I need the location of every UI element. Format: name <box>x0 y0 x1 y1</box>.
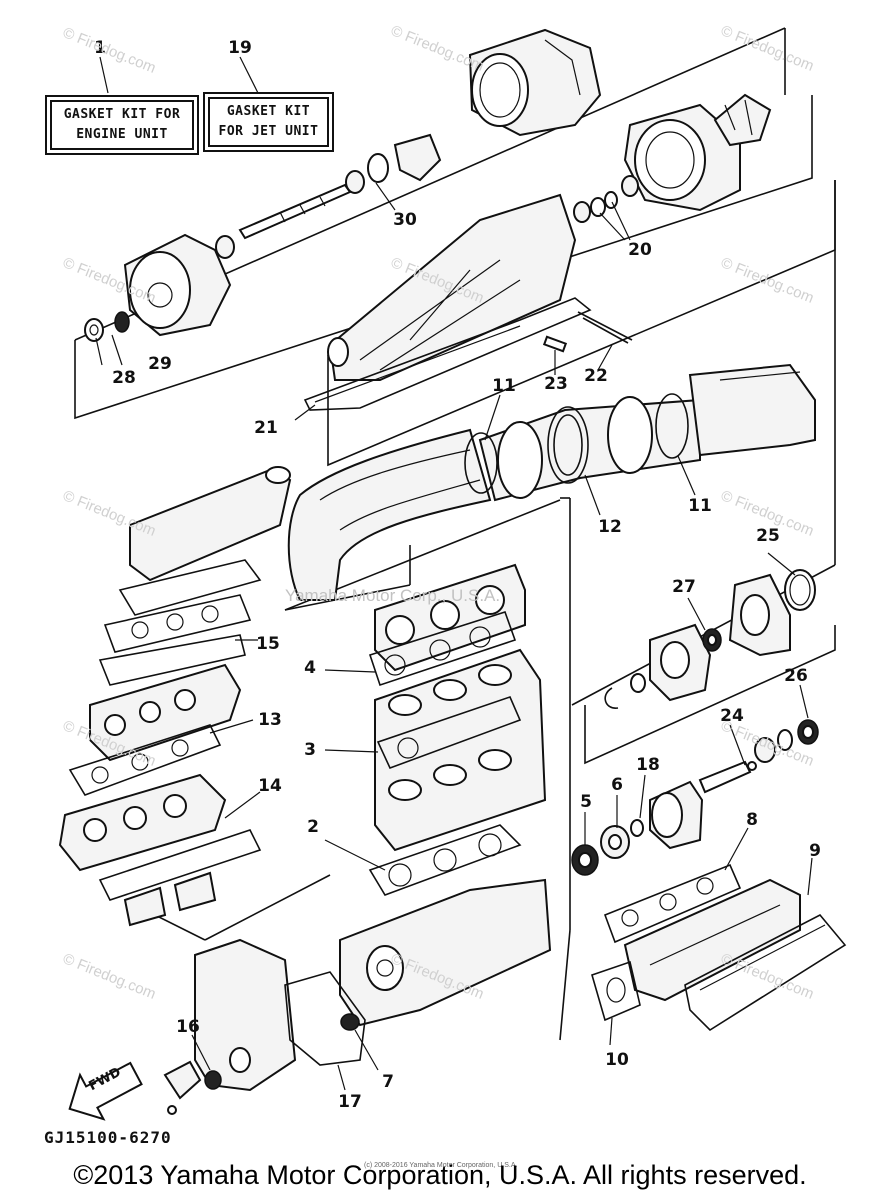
manifold-gasket-13 <box>68 724 222 796</box>
callout-12: 12 <box>598 517 622 537</box>
intake-duct <box>327 193 577 381</box>
exhaust-gasket-11 <box>464 393 689 494</box>
bracket-16 <box>163 1060 202 1115</box>
exhaust-chamber <box>623 878 801 1002</box>
jet-kit-line-1: GASKET KIT <box>226 104 311 119</box>
callout-25: 25 <box>756 526 780 546</box>
callout-14: 14 <box>258 776 282 796</box>
manifold-gasket-15 <box>98 559 262 686</box>
callout-16: 16 <box>176 1017 200 1037</box>
callout-6: 6 <box>611 775 623 795</box>
callout-7: 7 <box>382 1072 394 1092</box>
callout-15: 15 <box>256 634 280 654</box>
jet-gasket-kit-label: GASKET KIT FOR JET UNIT <box>203 92 334 152</box>
intake-manifold <box>89 663 242 762</box>
seal-16 <box>204 1070 222 1090</box>
seals-20 <box>573 175 639 223</box>
jet-nozzle-housing <box>468 28 602 137</box>
seal-28-29 <box>84 311 130 342</box>
callout-3: 3 <box>304 740 316 760</box>
callout-8: 8 <box>746 810 758 830</box>
callout-26: 26 <box>784 666 808 686</box>
callout-23: 23 <box>544 374 568 394</box>
callout-4: 4 <box>304 658 316 678</box>
seal-26-24 <box>739 719 819 775</box>
callout-21: 21 <box>254 418 278 438</box>
coupler-shaft <box>649 760 752 850</box>
callout-30: 30 <box>393 210 417 230</box>
cylinder-block <box>374 648 547 852</box>
cover-gasket-17 <box>284 971 366 1066</box>
bearing-housing-right <box>728 573 791 657</box>
impeller-housing <box>623 103 741 212</box>
callout-9: 9 <box>809 841 821 861</box>
chamber-gasket-9 <box>684 913 847 1032</box>
head-gasket-4 <box>368 611 517 687</box>
callout-5: 5 <box>580 792 592 812</box>
callout-29: 29 <box>148 354 172 374</box>
engine-kit-line-1: GASKET KIT FOR <box>63 107 181 122</box>
callout-2: 2 <box>307 817 319 837</box>
oring-25 <box>784 569 816 611</box>
small-copyright: (c) 2008-2016 Yamaha Motor Corporation, … <box>364 1162 518 1169</box>
drive-shaft <box>215 170 365 259</box>
exhaust-muffler <box>478 363 816 502</box>
exhaust-manifold <box>58 773 227 872</box>
oring-30 <box>367 133 442 183</box>
engine-kit-line-2: ENGINE UNIT <box>76 127 168 142</box>
callout-11-right: 11 <box>688 496 712 516</box>
exhaust-gasket-8 <box>603 863 742 944</box>
exhaust-elbow <box>287 428 492 601</box>
crankcase <box>339 878 552 1027</box>
callout-22: 22 <box>584 366 608 386</box>
coupling-housing <box>649 623 712 702</box>
cylinder-head <box>374 563 526 672</box>
callout-24: 24 <box>720 706 744 726</box>
callout-1: 1 <box>94 38 106 58</box>
circlips <box>604 673 646 709</box>
gasket-10 <box>591 960 641 1022</box>
bearing-housing <box>123 233 232 337</box>
impeller <box>713 93 772 147</box>
callout-20: 20 <box>628 240 652 260</box>
intake-silencer <box>129 466 292 582</box>
seals-5-6-18 <box>571 819 644 876</box>
jet-kit-line-2: FOR JET UNIT <box>218 124 319 139</box>
forward-arrow-icon <box>68 1061 143 1121</box>
bearing-27 <box>702 628 722 652</box>
copyright-footer: ©2013 Yamaha Motor Corporation, U.S.A. A… <box>73 1160 807 1190</box>
callout-28: 28 <box>112 368 136 388</box>
callout-11-left: 11 <box>492 376 516 396</box>
callout-10: 10 <box>605 1050 629 1070</box>
exhaust-gasket-12 <box>547 406 589 484</box>
callout-13: 13 <box>258 710 282 730</box>
center-watermark: Yamaha Motor Corp., U.S.A. <box>285 586 501 605</box>
reed-valves-14 <box>98 829 262 927</box>
cylinder-gasket-3 <box>376 696 522 770</box>
intake-gasket-21 <box>303 297 592 411</box>
callout-18: 18 <box>636 755 660 775</box>
callout-19: 19 <box>228 38 252 58</box>
callout-leaders <box>95 56 813 1091</box>
engine-gasket-kit-label: GASKET KIT FOR ENGINE UNIT <box>45 95 199 155</box>
intake-strip-22-23 <box>542 311 633 353</box>
crankcase-cover <box>194 938 297 1092</box>
callout-17: 17 <box>338 1092 362 1112</box>
base-gasket-2 <box>368 824 522 896</box>
seal-7 <box>340 1013 360 1031</box>
callout-27: 27 <box>672 577 696 597</box>
diagram-part-code: GJ15100-6270 <box>44 1128 172 1147</box>
